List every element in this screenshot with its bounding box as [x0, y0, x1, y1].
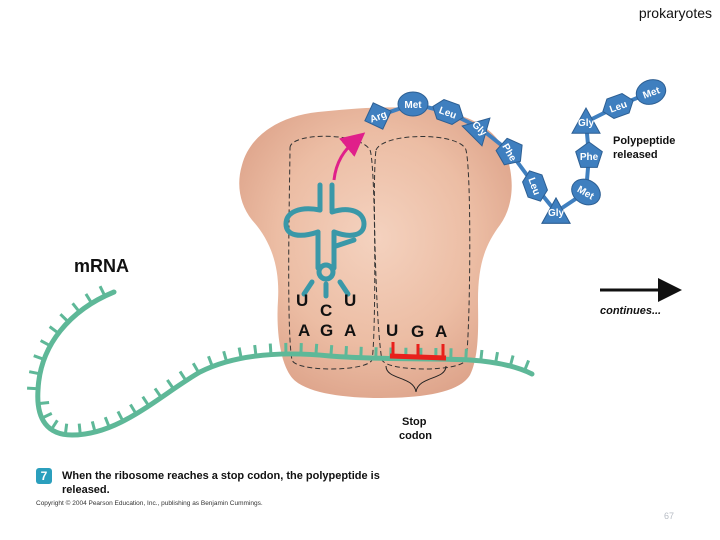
mrna-base-tick [268, 343, 273, 355]
page-number: 67 [664, 511, 675, 521]
chain-a-amino-acid-leu: Leu [432, 99, 464, 125]
chain-a-amino-acid-label: Met [404, 100, 422, 111]
mrna-base-tick [39, 339, 52, 348]
mrna-base-tick [178, 370, 188, 382]
mrna-base-tick [41, 411, 53, 420]
mrna-base-tick [237, 347, 243, 359]
polypeptide-released-label-2: released [613, 149, 658, 161]
mrna-base-tick [344, 345, 348, 358]
mrna-base-tick [207, 355, 214, 368]
mrna-base-tick [77, 423, 82, 435]
mrna-base-tick [166, 379, 175, 390]
step-number-badge: 7 [36, 468, 52, 484]
chain-b-amino-acid-met: Met [635, 79, 667, 105]
mrna-base-tick [27, 386, 39, 391]
chain-b-amino-acid-gly: Gly [541, 196, 571, 224]
chain-b-amino-acid-met: Met [571, 178, 601, 206]
mrna-base-tick [314, 343, 319, 355]
mrna-base-tick [253, 344, 258, 357]
mrna-codon-a: A [298, 321, 310, 340]
release-arrow [332, 132, 366, 181]
mrna-base-tick [523, 359, 530, 372]
stop-codon-g: G [411, 322, 424, 341]
stop-codon-u: U [386, 321, 398, 340]
chain-b-amino-acid-label: Gly [548, 208, 565, 219]
mrna-base-tick [464, 348, 468, 360]
mrna-base-tick [63, 423, 69, 435]
mrna-base-tick [37, 400, 50, 406]
mrna-base-tick [494, 351, 499, 364]
polypeptide-released-label-1: Polypeptide [613, 135, 675, 147]
copyright-notice: Copyright © 2004 Pearson Education, Inc.… [36, 500, 263, 507]
trna [283, 182, 367, 299]
mrna-base-tick [479, 349, 484, 362]
chain-b-amino-acid-label: Gly [578, 118, 595, 129]
mrna-base-tick [191, 362, 201, 374]
mrna-base-tick [98, 285, 107, 297]
mrna-bases [27, 285, 530, 435]
chain-b-amino-acid-phe: Phe [575, 141, 603, 168]
anticodon-c: C [320, 301, 332, 320]
chain-a-amino-acid-leu: Leu [522, 170, 548, 202]
mrna-base-tick [508, 355, 515, 367]
mrna-base-tick [84, 293, 94, 305]
stop-codon-a: A [435, 322, 447, 341]
corner-label: prokaryotes [638, 5, 712, 21]
mrna-base-tick [59, 313, 70, 323]
mrna-base-tick [129, 403, 138, 415]
mrna-base-tick [153, 387, 163, 399]
chain-b-amino-acid-gly: Gly [571, 106, 601, 134]
figure-caption: When the ribosome reaches a stop codon, … [62, 470, 380, 496]
mrna-base-tick [33, 354, 45, 361]
mrna-base-tick [222, 350, 229, 363]
stop-codon-label-1: Stop [402, 416, 427, 428]
mrna-strand [35, 289, 535, 438]
continues-label: continues... [600, 305, 661, 317]
mrna-base-tick [90, 420, 97, 433]
chain-a-amino-acid-arg: Arg [364, 102, 392, 130]
stop-codon-label-2: codon [399, 430, 432, 442]
mrna-base-tick [116, 410, 125, 422]
mrna-base-tick [50, 419, 59, 431]
mrna-base-tick [28, 370, 41, 376]
mrna-codon-g: G [320, 321, 333, 340]
stop-codon-bracket [385, 365, 447, 393]
chain-a-amino-acid-gly: Gly [461, 117, 491, 147]
ribosome [239, 107, 512, 398]
chain-b-amino-acid-leu: Leu [602, 93, 634, 119]
mrna-base-tick [141, 395, 151, 407]
anticodon-u2: U [344, 291, 356, 310]
mrna-label: mRNA [74, 256, 129, 276]
chain-a-amino-acid-met: Met [397, 91, 429, 117]
mrna-codon-a2: A [344, 321, 356, 340]
anticodon-u1: U [296, 291, 308, 310]
mrna-base-tick [329, 344, 334, 357]
mrna-base-tick [103, 416, 111, 428]
mrna-base-tick [71, 302, 81, 313]
chain-b-amino-acid-label: Phe [580, 152, 599, 163]
chain-a-amino-acid-phe: Phe [495, 137, 523, 166]
mrna-base-tick [48, 325, 60, 335]
